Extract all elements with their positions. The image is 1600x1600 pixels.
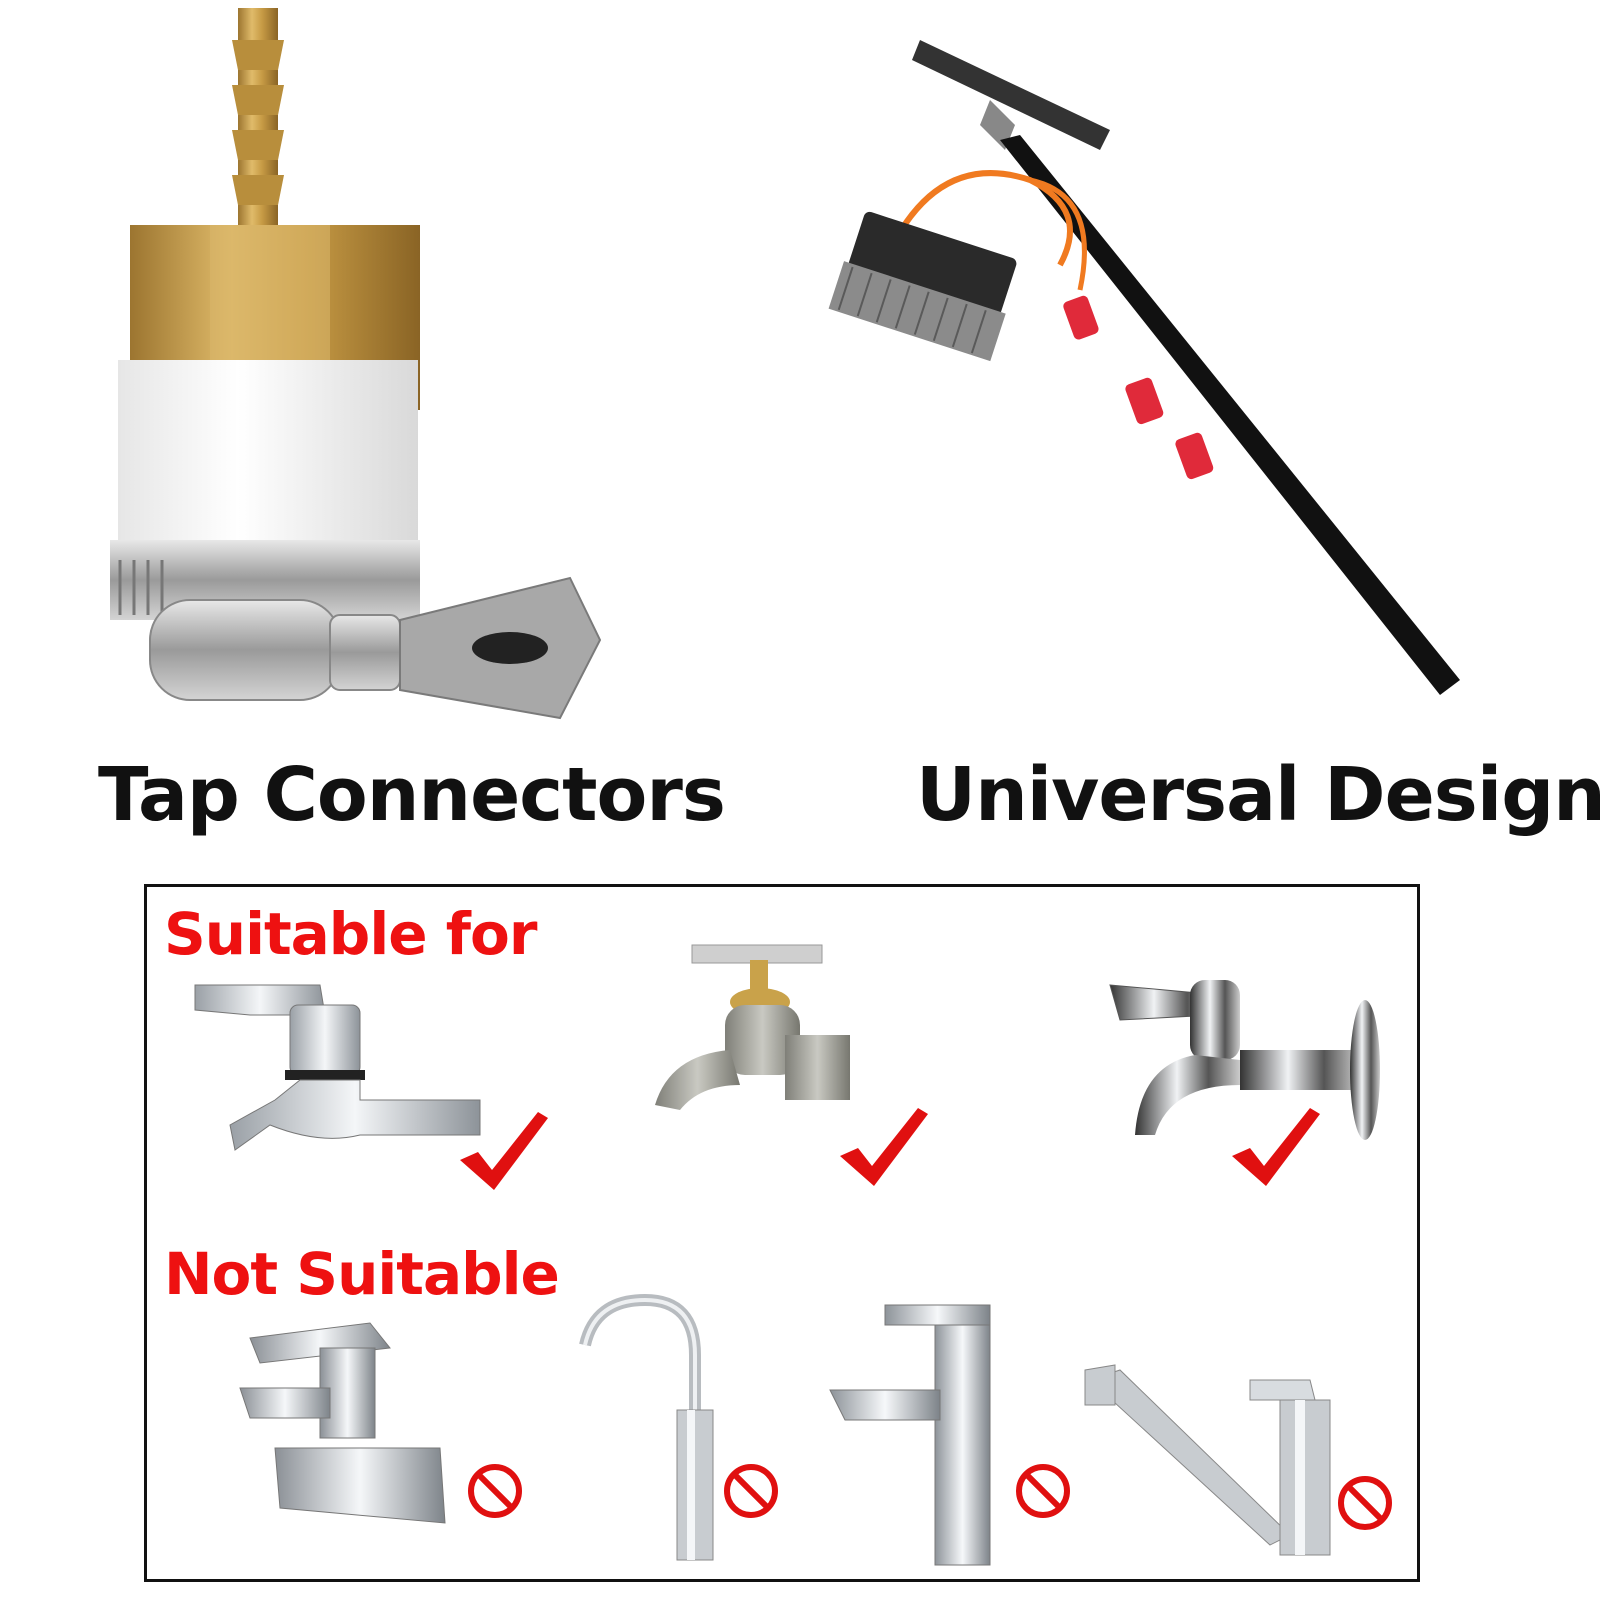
prohibited-icon <box>468 1464 522 1518</box>
gooseneck-tap-icon <box>579 1293 714 1561</box>
check-mark-icon <box>460 1112 548 1190</box>
check-mark-icon <box>1232 1108 1320 1186</box>
universal-design-caption: Universal Design <box>916 752 1600 838</box>
prohibited-icon <box>724 1464 778 1518</box>
wall-mount-lever-tap-icon <box>1109 980 1380 1140</box>
cross-handle-brass-tap-icon <box>655 944 850 1110</box>
single-lever-basin-tap-icon <box>829 1304 991 1566</box>
suitable-for-heading: Suitable for <box>164 900 537 968</box>
prohibited-icon <box>1338 1476 1392 1530</box>
lever-tap-icon <box>194 984 481 1151</box>
compatibility-panel <box>144 884 1420 1582</box>
tap-connectors-caption: Tap Connectors <box>98 752 726 838</box>
check-mark-icon <box>840 1108 928 1186</box>
basin-mixer-tap-icon <box>239 1322 446 1524</box>
water-fed-pole-image <box>828 40 1460 695</box>
tap-connector-image <box>110 8 602 720</box>
not-suitable-heading: Not Suitable <box>164 1240 560 1308</box>
prohibited-icon <box>1016 1464 1070 1518</box>
kitchen-swivel-tap-icon <box>1084 1364 1331 1556</box>
